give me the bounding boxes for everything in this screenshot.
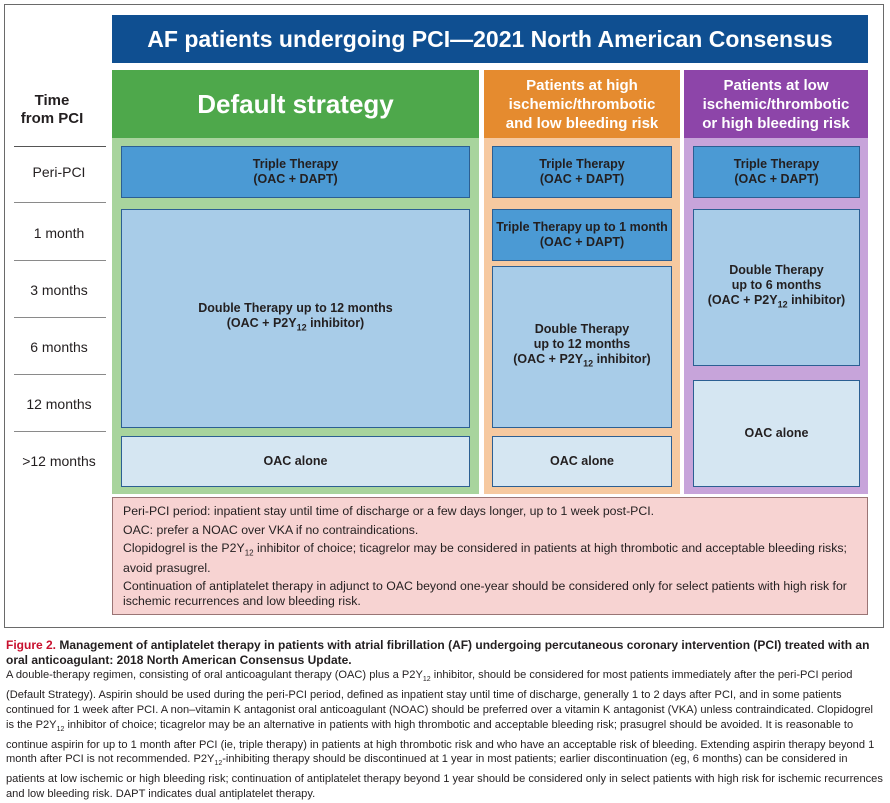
box-text: (OAC + P2Y: [707, 292, 778, 307]
box-text: inhibitor): [593, 352, 651, 367]
box-line: (OAC + DAPT): [734, 172, 819, 186]
time-axis-title: Time from PCI: [14, 92, 90, 128]
subscript-12: 12: [244, 548, 254, 558]
time-label-6-months: 6 months: [30, 339, 88, 355]
box-line: up to 6 months: [731, 277, 822, 292]
header-line: Patients at low: [723, 76, 829, 94]
caption-label: Figure 2.: [6, 638, 57, 652]
header-high-ischemic-risk: Patients at high ischemic/thrombotic and…: [484, 70, 680, 138]
time-label-peri-pci: Peri-PCI: [32, 164, 86, 180]
subscript-12: 12: [214, 760, 223, 768]
note-peri-pci: Peri-PCI period: inpatient stay until ti…: [123, 504, 655, 518]
box-line: Double Therapy up to 12 months: [198, 301, 393, 316]
box-double-therapy-6-months: Double Therapy up to 6 months (OAC + P2Y…: [693, 209, 860, 366]
box-text: inhibitor): [306, 316, 365, 331]
box-line: Triple Therapy: [733, 157, 820, 171]
box-double-therapy-12-months-high-risk: Double Therapy up to 12 months (OAC + P2…: [492, 266, 672, 428]
time-divider: [14, 431, 106, 432]
time-label-12-months: 12 months: [26, 396, 92, 412]
note-clopidogrel: Clopidogrel is the P2Y12 inhibitor of ch…: [123, 541, 857, 575]
time-axis-title-line1: Time: [34, 92, 70, 109]
box-oac-alone-default: OAC alone: [121, 436, 470, 487]
time-divider: [14, 374, 106, 375]
header-line: and low bleeding risk: [505, 114, 659, 132]
header-low-ischemic-risk: Patients at low ischemic/thrombotic or h…: [684, 70, 868, 138]
box-line: (OAC + P2Y12 inhibitor): [227, 316, 364, 336]
time-label-3-months: 3 months: [30, 282, 88, 298]
caption-body: A double-therapy regimen, consisting of …: [6, 668, 884, 802]
note-text: Clopidogrel is the P2Y: [123, 541, 245, 555]
box-line: (OAC + DAPT): [539, 235, 625, 249]
box-line: (OAC + P2Y12 inhibitor): [708, 293, 845, 313]
box-line: Double Therapy: [729, 262, 824, 277]
box-triple-therapy-high-risk: Triple Therapy (OAC + DAPT): [492, 146, 672, 198]
box-line: (OAC + DAPT): [253, 172, 338, 186]
time-axis-title-line2: from PCI: [20, 110, 84, 127]
time-axis-divider: [14, 146, 106, 147]
header-default-strategy: Default strategy: [112, 70, 479, 138]
header-line: ischemic/thrombotic: [508, 95, 656, 113]
caption-heading: Figure 2. Management of antiplatelet the…: [6, 638, 884, 668]
box-line: (OAC + P2Y12 inhibitor): [513, 352, 650, 372]
box-double-therapy-12-months-default: Double Therapy up to 12 months (OAC + P2…: [121, 209, 470, 428]
figure-frame: [4, 4, 884, 628]
header-line: or high bleeding risk: [702, 114, 850, 132]
note-text: inhibitor of choice; ticagrelor may be c…: [123, 541, 847, 575]
box-text: (OAC + P2Y: [226, 316, 297, 331]
box-triple-therapy-low-risk: Triple Therapy (OAC + DAPT): [693, 146, 860, 198]
box-line: Double Therapy: [534, 322, 630, 337]
caption-text: inhibitor of choice; ticagrelor may be a…: [6, 718, 875, 766]
subscript-12: 12: [56, 725, 65, 733]
subscript-12: 12: [777, 299, 788, 310]
box-oac-alone-high-risk: OAC alone: [492, 436, 672, 487]
box-text: (OAC + P2Y: [513, 352, 584, 367]
box-line: Triple Therapy: [539, 157, 625, 171]
subscript-12: 12: [422, 676, 431, 684]
box-triple-therapy-default: Triple Therapy (OAC + DAPT): [121, 146, 470, 198]
time-divider: [14, 260, 106, 261]
time-divider: [14, 202, 106, 203]
time-divider: [14, 317, 106, 318]
caption-text: A double-therapy regimen, consisting of …: [6, 669, 423, 681]
figure-caption: Figure 2. Management of antiplatelet the…: [6, 638, 884, 802]
box-triple-therapy-1-month: Triple Therapy up to 1 month (OAC + DAPT…: [492, 209, 672, 261]
box-text: inhibitor): [787, 292, 846, 307]
note-oac: OAC: prefer a NOAC over VKA if no contra…: [123, 522, 419, 537]
notes-panel: Peri-PCI period: inpatient stay until ti…: [112, 497, 868, 615]
figure-title: AF patients undergoing PCI—2021 North Am…: [112, 15, 868, 63]
caption-text: inhibitor, should be considered for most…: [6, 669, 874, 731]
box-line: (OAC + DAPT): [539, 172, 625, 186]
box-line: up to 12 months: [533, 337, 631, 352]
subscript-12: 12: [296, 322, 307, 333]
caption-heading-text: Management of antiplatelet therapy in pa…: [6, 638, 870, 667]
note-continuation: Continuation of antiplatelet therapy in …: [123, 579, 847, 608]
header-line: Patients at high: [526, 76, 638, 94]
box-oac-alone-low-risk: OAC alone: [693, 380, 860, 487]
box-line: Triple Therapy: [252, 157, 339, 171]
box-line: Triple Therapy up to 1 month: [496, 220, 668, 234]
subscript-12: 12: [583, 358, 594, 369]
caption-text: -inhibiting therapy should be discontinu…: [6, 753, 883, 801]
header-line: ischemic/thrombotic: [702, 95, 850, 113]
time-label-1-month: 1 month: [33, 225, 85, 241]
time-label-beyond-12-months: >12 months: [22, 453, 96, 469]
